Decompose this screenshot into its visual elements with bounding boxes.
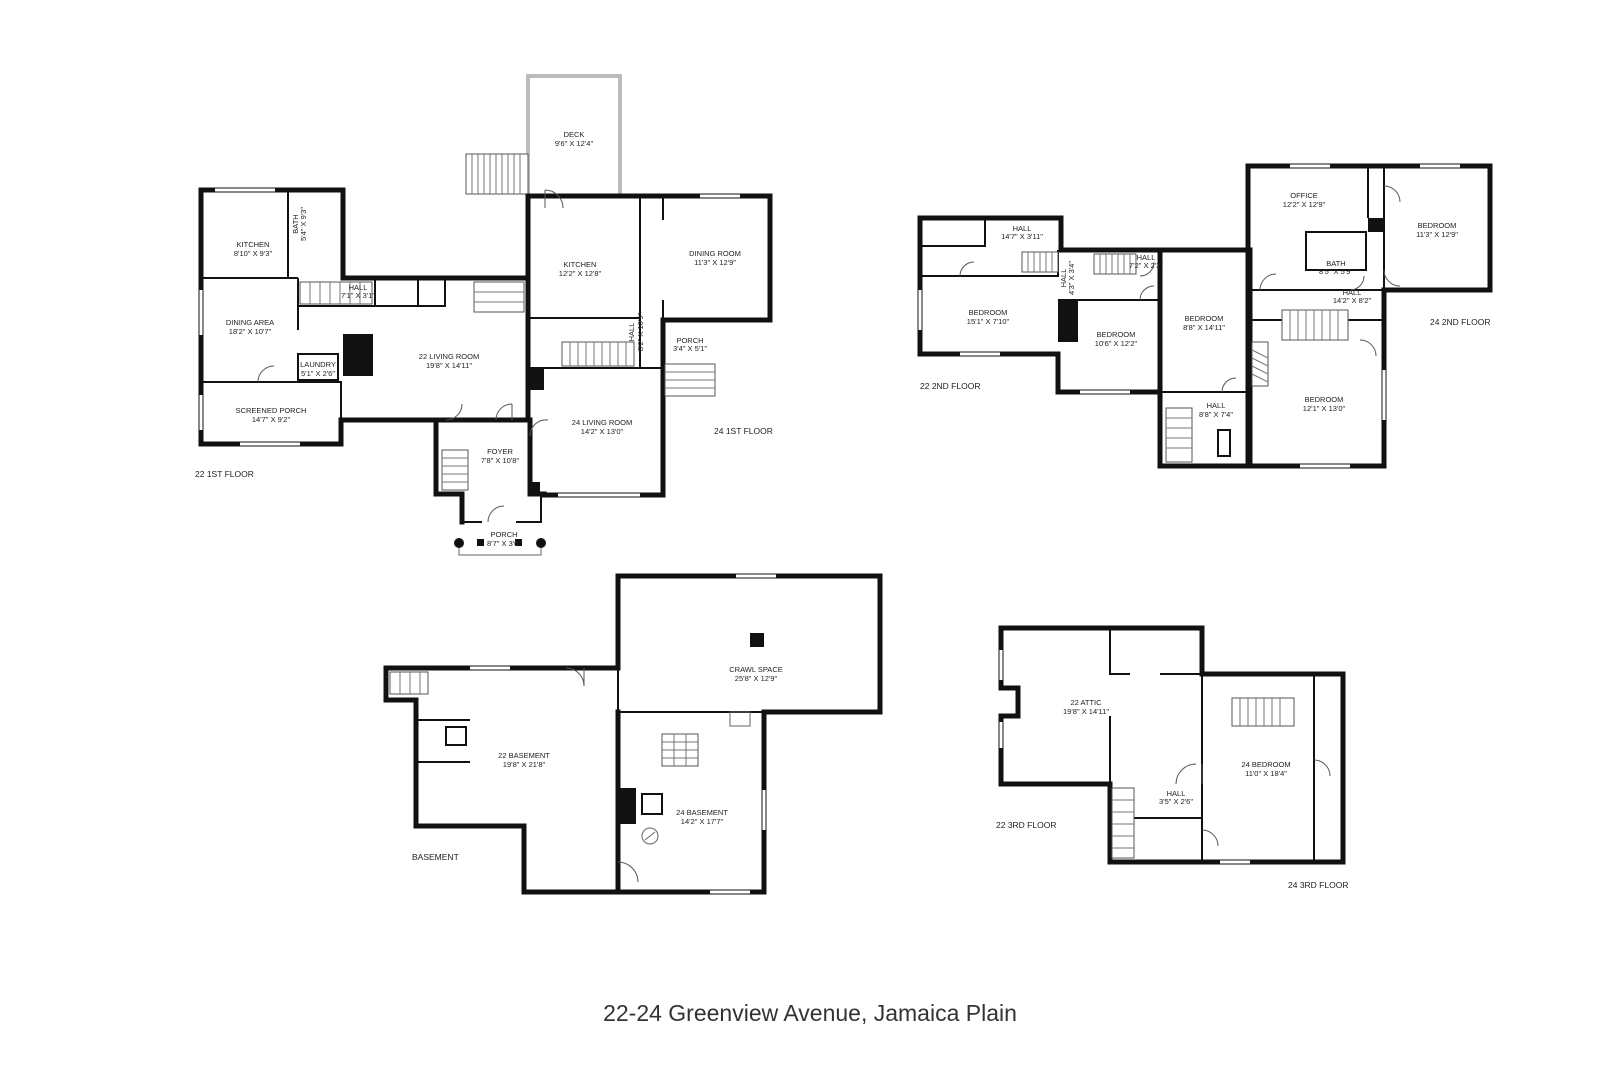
- deck-name: DECK: [564, 130, 585, 139]
- bedroom-22-b-name: BEDROOM: [1097, 330, 1136, 339]
- deck-stairs: [465, 153, 529, 195]
- stairs-22-basement: [389, 671, 429, 695]
- kitchen-24-name: KITCHEN: [564, 260, 597, 269]
- bedroom-24-a-dim: 11'3" X 12'9": [1416, 230, 1458, 239]
- hall-22-2b-name: HALL: [1059, 269, 1068, 288]
- bedroom-22-c-dim: 8'8" X 14'11": [1183, 323, 1225, 332]
- floor-label-22-1st: 22 1ST FLOOR: [195, 469, 254, 479]
- bath-22-dim: 5'4" X 9'3": [299, 207, 308, 241]
- screened-porch-name: SCREENED PORCH: [236, 406, 307, 415]
- hall-24-2-dim: 14'2" X 8'2": [1333, 296, 1372, 305]
- kitchen-22-dim: 8'10" X 9'3": [234, 249, 273, 258]
- attic-22-name: 22 ATTIC: [1070, 698, 1102, 707]
- crawl-space-dim: 25'8" X 12'9": [735, 674, 778, 683]
- kitchen-22-name: KITCHEN: [237, 240, 270, 249]
- stairs-22-2nd: [1021, 251, 1059, 273]
- stairs-24-2nd: [1281, 309, 1349, 341]
- floor-label-basement: BASEMENT: [412, 852, 459, 862]
- porch-stairs-24: [664, 363, 716, 397]
- stairs-22-2nd-b: [1093, 253, 1137, 275]
- bath-24-dim: 8'5" X 5'9": [1319, 267, 1353, 276]
- office-name: OFFICE: [1290, 191, 1318, 200]
- back-stairs-24: [561, 341, 635, 367]
- screened-porch-dim: 14'7" X 9'2": [252, 415, 291, 424]
- bedroom-22-c-name: BEDROOM: [1185, 314, 1224, 323]
- stairs-22-living: [473, 281, 525, 313]
- dining-room-24-dim: 11'3" X 12'9": [694, 258, 736, 267]
- stairs-24-3rd: [1231, 697, 1295, 727]
- hall-24-3rd-dim: 3'5" X 2'6": [1159, 797, 1193, 806]
- room-labels: DECK 9'6" X 12'4" KITCHEN 8'10" X 9'3" B…: [226, 130, 1458, 826]
- porch-24-name: PORCH: [676, 336, 703, 345]
- porch-24-dim: 3'4" X 5'1": [673, 344, 707, 353]
- hall-stairs-22: [299, 281, 373, 305]
- kitchen-24-dim: 12'2" X 12'8": [559, 269, 602, 278]
- living-22-dim: 19'8" X 14'11": [426, 361, 472, 370]
- laundry-dim: 5'1" X 2'6": [301, 369, 335, 378]
- hall-22-2a-name: HALL: [1013, 224, 1032, 233]
- stairs-22-3rd: [1111, 787, 1135, 859]
- hall-24-2-name: HALL: [1343, 288, 1362, 297]
- foyer-name: FOYER: [487, 447, 513, 456]
- hall-22-2c-dim: 7'2" X 2'3": [1129, 261, 1163, 270]
- stairs-22-2nd-hall: [1165, 407, 1193, 463]
- bedroom-24-3rd-name: 24 BEDROOM: [1241, 760, 1290, 769]
- foyer-dim: 7'8" X 10'8": [481, 456, 520, 465]
- crawl-space-name: CRAWL SPACE: [729, 665, 782, 674]
- hall-22-2d-dim: 8'8" X 7'4": [1199, 410, 1233, 419]
- dining-area-dim: 18'2" X 10'7": [229, 327, 272, 336]
- basement-24-dim: 14'2" X 17'7": [681, 817, 724, 826]
- third-floor-plan: [998, 625, 1346, 865]
- first-floor-plan: [198, 74, 773, 556]
- bedroom-24-b-dim: 12'1" X 13'0": [1303, 404, 1346, 413]
- foyer-stairs: [441, 449, 469, 491]
- bedroom-22-a-name: BEDROOM: [969, 308, 1008, 317]
- bedroom-22-b-dim: 10'6" X 12'2": [1095, 339, 1138, 348]
- hall-24-1-name: HALL: [627, 323, 636, 342]
- basement-22-name: 22 BASEMENT: [498, 751, 550, 760]
- living-24-dim: 14'2" X 13'0": [581, 427, 624, 436]
- stairs-24-basement: [661, 733, 699, 767]
- bath-24-name: BATH: [1326, 259, 1345, 268]
- chimney: [343, 334, 373, 376]
- basement-plan: [383, 573, 883, 895]
- second-floor-24-plan: [1245, 163, 1493, 469]
- living-22-name: 22 LIVING ROOM: [419, 352, 479, 361]
- second-floor-22-plan: [917, 215, 1253, 469]
- dining-room-24-name: DINING ROOM: [689, 249, 741, 258]
- dining-area-name: DINING AREA: [226, 318, 274, 327]
- basement-22-dim: 19'8" X 21'8": [503, 760, 546, 769]
- hall-22-1-dim: 7'1" X 3'1": [341, 291, 375, 300]
- hall-24-1-dim: 8'2" X 10'9": [636, 313, 645, 352]
- bath-22-name: BATH: [291, 214, 300, 233]
- stairs-24-2nd-side: [1251, 341, 1269, 387]
- office-dim: 12'2" X 12'9": [1283, 200, 1326, 209]
- bedroom-24-3rd-dim: 11'0" X 18'4": [1245, 769, 1287, 778]
- hall-22-2a-dim: 14'7" X 3'11": [1001, 232, 1043, 241]
- bedroom-24-a-name: BEDROOM: [1418, 221, 1457, 230]
- hall-22-2b-dim: 4'3" X 3'4": [1067, 261, 1076, 295]
- laundry-name: LAUNDRY: [300, 360, 336, 369]
- floor-label-22-3rd: 22 3RD FLOOR: [996, 820, 1056, 830]
- bedroom-22-a-dim: 15'1" X 7'10": [967, 317, 1010, 326]
- floor-label-24-1st: 24 1ST FLOOR: [714, 426, 773, 436]
- hall-24-3rd-name: HALL: [1167, 789, 1186, 798]
- floor-labels: 22 1ST FLOOR 24 1ST FLOOR 22 2ND FLOOR 2…: [195, 317, 1490, 890]
- porch-front-dim: 8'7" X 3'6": [487, 539, 521, 548]
- hall-22-2d-name: HALL: [1207, 401, 1226, 410]
- address-caption: 22-24 Greenview Avenue, Jamaica Plain: [603, 1000, 1017, 1026]
- floor-label-24-3rd: 24 3RD FLOOR: [1288, 880, 1348, 890]
- deck-dim: 9'6" X 12'4": [555, 139, 594, 148]
- basement-24-name: 24 BASEMENT: [676, 808, 728, 817]
- hall-22-1-name: HALL: [349, 283, 368, 292]
- hall-22-2c-name: HALL: [1137, 253, 1156, 262]
- bedroom-24-b-name: BEDROOM: [1305, 395, 1344, 404]
- living-24-name: 24 LIVING ROOM: [572, 418, 632, 427]
- floor-label-24-2nd: 24 2ND FLOOR: [1430, 317, 1490, 327]
- porch-front-name: PORCH: [490, 530, 517, 539]
- attic-22-dim: 19'8" X 14'11": [1063, 707, 1109, 716]
- floor-label-22-2nd: 22 2ND FLOOR: [920, 381, 980, 391]
